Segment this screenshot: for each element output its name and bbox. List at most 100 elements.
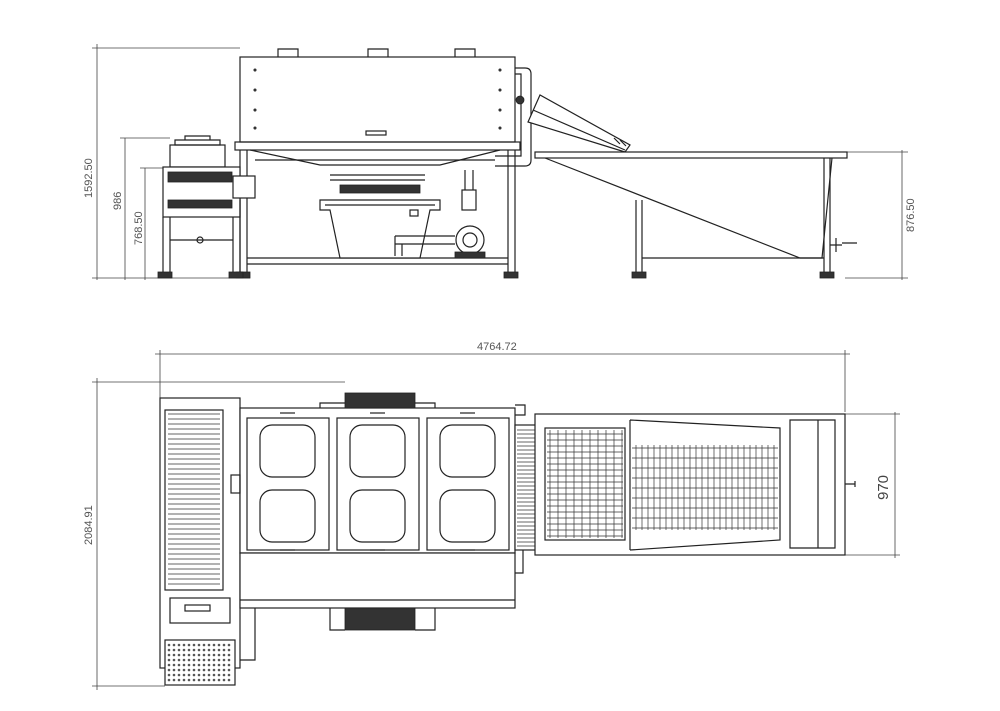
mesh-hole bbox=[217, 673, 221, 677]
mesh-hole bbox=[192, 653, 196, 657]
mesh-hole bbox=[207, 643, 211, 647]
outlet-tank-top bbox=[514, 413, 856, 556]
mesh-hole bbox=[167, 658, 171, 662]
mesh-hole bbox=[177, 648, 181, 652]
inspection-window bbox=[259, 489, 316, 543]
mesh-hole bbox=[172, 663, 176, 667]
mesh-hole bbox=[192, 643, 196, 647]
mesh-hole bbox=[182, 663, 186, 667]
dim-overall-height: 1592.50 bbox=[83, 158, 95, 198]
mesh-hole bbox=[167, 653, 171, 657]
mesh-hole bbox=[197, 643, 201, 647]
mesh-hole bbox=[187, 663, 191, 667]
top-view: 4764.72 2084.91 970 bbox=[83, 341, 900, 690]
mesh-hole bbox=[207, 648, 211, 652]
mesh-hole bbox=[187, 653, 191, 657]
mesh-hole bbox=[222, 678, 226, 682]
mesh-hole bbox=[197, 663, 201, 667]
mesh-hole bbox=[227, 663, 231, 667]
mesh-hole bbox=[227, 653, 231, 657]
mesh-hole bbox=[192, 668, 196, 672]
mesh-hole bbox=[182, 658, 186, 662]
inspection-window bbox=[439, 489, 496, 543]
inspection-window bbox=[259, 424, 316, 478]
inspection-window bbox=[439, 424, 496, 478]
mesh-hole bbox=[212, 658, 216, 662]
mesh-hole bbox=[177, 668, 181, 672]
mesh-hole bbox=[202, 658, 206, 662]
mesh-hole bbox=[167, 673, 171, 677]
mesh-hole bbox=[202, 643, 206, 647]
mesh-hole bbox=[207, 668, 211, 672]
mesh-hole bbox=[187, 648, 191, 652]
mesh-hole bbox=[227, 673, 231, 677]
bolt-dot bbox=[498, 126, 502, 130]
mesh-hole bbox=[172, 678, 176, 682]
mesh-hole bbox=[192, 678, 196, 682]
mesh-hole bbox=[207, 653, 211, 657]
feed-hopper bbox=[157, 135, 256, 279]
mesh-hole bbox=[177, 643, 181, 647]
mesh-hole bbox=[212, 668, 216, 672]
pump bbox=[394, 170, 486, 259]
mesh-hole bbox=[197, 648, 201, 652]
mesh-hole bbox=[197, 653, 201, 657]
mesh-hole bbox=[227, 658, 231, 662]
mesh-hole bbox=[182, 668, 186, 672]
mesh-hole bbox=[207, 673, 211, 677]
mesh-hole bbox=[212, 663, 216, 667]
mesh-hole bbox=[197, 678, 201, 682]
mesh-hole bbox=[202, 673, 206, 677]
mesh-hole bbox=[172, 653, 176, 657]
mesh-hole bbox=[187, 643, 191, 647]
mesh-hole bbox=[227, 643, 231, 647]
mesh-hole bbox=[177, 673, 181, 677]
mesh-hole bbox=[212, 643, 216, 647]
mesh-hole bbox=[172, 643, 176, 647]
mesh-hole bbox=[222, 658, 226, 662]
mesh-hole bbox=[202, 668, 206, 672]
mesh-hole bbox=[177, 678, 181, 682]
mesh-hole bbox=[182, 653, 186, 657]
mesh-hole bbox=[212, 678, 216, 682]
dim-hopper-height: 986 bbox=[112, 192, 124, 210]
bolt-dot bbox=[498, 108, 502, 112]
inclined-conveyor bbox=[527, 94, 631, 153]
mesh-hole bbox=[212, 673, 216, 677]
mesh-hole bbox=[182, 643, 186, 647]
mesh-hole bbox=[172, 668, 176, 672]
mesh-hole bbox=[207, 678, 211, 682]
inspection-window bbox=[349, 424, 406, 478]
mesh-hole bbox=[227, 678, 231, 682]
mesh-hole bbox=[187, 668, 191, 672]
mesh-hole bbox=[172, 673, 176, 677]
mesh-hole bbox=[227, 648, 231, 652]
mesh-hole bbox=[177, 663, 181, 667]
mesh-hole bbox=[207, 658, 211, 662]
mesh-hole bbox=[212, 653, 216, 657]
mesh-hole bbox=[217, 663, 221, 667]
mesh-hole bbox=[187, 673, 191, 677]
side-view: 1592.50 986 768.50 876.50 bbox=[83, 44, 917, 280]
mesh-hole bbox=[202, 653, 206, 657]
mesh-hole bbox=[217, 658, 221, 662]
main-body-top bbox=[230, 392, 526, 631]
inspection-window bbox=[349, 489, 406, 543]
mesh-hole bbox=[202, 663, 206, 667]
mesh-hole bbox=[197, 668, 201, 672]
mesh-hole bbox=[217, 643, 221, 647]
mesh-hole bbox=[167, 668, 171, 672]
mesh-hole bbox=[197, 658, 201, 662]
mesh-hole bbox=[222, 668, 226, 672]
mesh-hole bbox=[172, 658, 176, 662]
mesh-hole bbox=[222, 663, 226, 667]
top-dimension-lines bbox=[92, 350, 900, 690]
bolt-dot bbox=[253, 108, 257, 112]
dim-inlet-height: 768.50 bbox=[133, 211, 145, 245]
mesh-hole bbox=[182, 648, 186, 652]
mesh-hole bbox=[202, 648, 206, 652]
mesh-hole bbox=[187, 658, 191, 662]
mesh-hole bbox=[187, 678, 191, 682]
mesh-hole bbox=[202, 678, 206, 682]
